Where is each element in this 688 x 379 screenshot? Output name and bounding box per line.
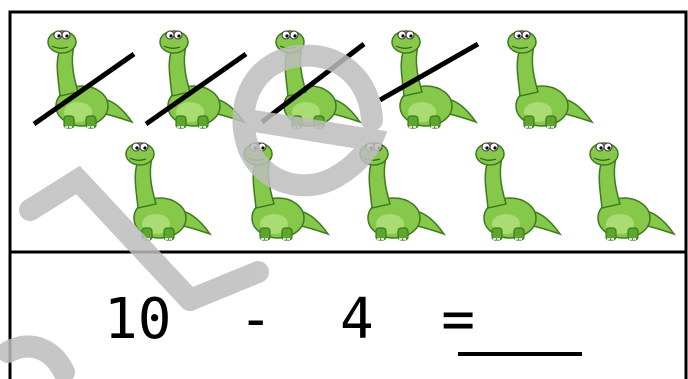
dinosaur-icon-4: [391, 30, 477, 129]
strike-mark-1: [32, 51, 136, 127]
equals-sign: =: [441, 287, 475, 352]
dinosaur-icon-6: [125, 142, 211, 241]
dinosaur-icon-5: [507, 30, 593, 129]
dinosaur-icon-2: [159, 30, 245, 129]
dinosaur-icon-8: [359, 142, 445, 241]
strike-mark-2: [144, 51, 248, 127]
subtraction-equation: 10 - 4 =: [104, 288, 475, 352]
left-operand: 10: [104, 287, 172, 352]
minus-sign: -: [238, 287, 273, 352]
right-operand: 4: [340, 287, 374, 352]
strike-mark-4: [378, 41, 480, 103]
worksheet-border: [8, 10, 688, 379]
dinosaur-icon-1: [47, 30, 133, 129]
dinosaur-icon-10: [589, 142, 675, 241]
dinosaur-icon-7: [243, 142, 329, 241]
answer-blank[interactable]: [458, 352, 582, 356]
dinosaur-icon-9: [475, 142, 561, 241]
